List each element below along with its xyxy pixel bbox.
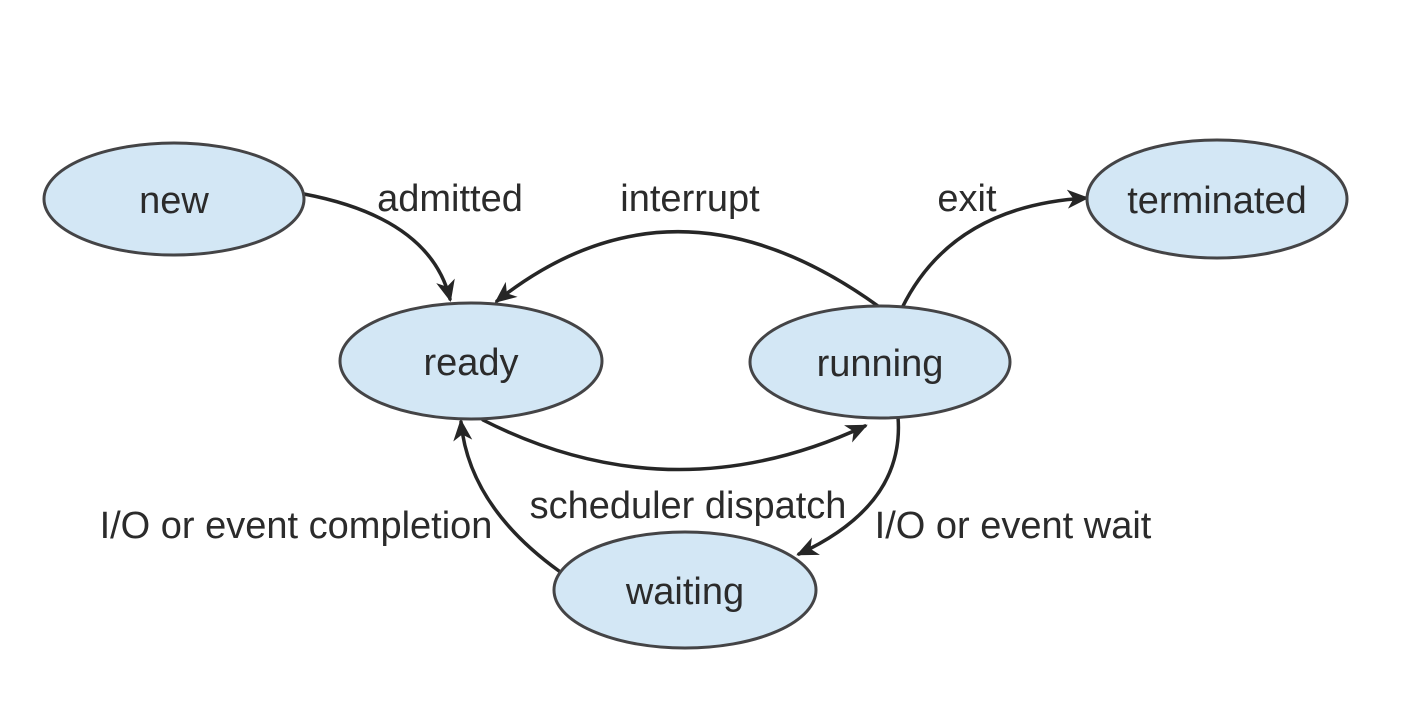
state-terminated-label: terminated xyxy=(1127,180,1307,222)
arrow-scheduler-dispatch xyxy=(481,418,868,472)
state-new-label: new xyxy=(139,180,209,222)
state-new-ellipse xyxy=(42,141,306,257)
state-ready-ellipse xyxy=(338,301,604,421)
state-ready-label: ready xyxy=(423,342,518,384)
label-io-event-completion: I/O or event completion xyxy=(100,505,493,547)
state-nodes: new ready running waiting terminated xyxy=(42,138,1349,650)
arrow-admitted xyxy=(302,192,455,302)
state-new: new xyxy=(42,141,306,257)
state-waiting-ellipse xyxy=(552,530,818,650)
state-ready: ready xyxy=(338,301,604,421)
state-running: running xyxy=(748,304,1012,420)
transition-labels: admitted interrupt exit scheduler dispat… xyxy=(100,178,1152,547)
label-exit: exit xyxy=(937,178,997,220)
arrow-interrupt xyxy=(494,230,880,308)
state-waiting-label: waiting xyxy=(625,571,744,613)
label-scheduler-dispatch: scheduler dispatch xyxy=(530,485,847,527)
state-terminated: terminated xyxy=(1085,138,1349,260)
transition-arrows xyxy=(302,189,1090,573)
arrow-io-event-completion xyxy=(453,418,561,573)
label-interrupt: interrupt xyxy=(620,178,760,220)
arrow-exit xyxy=(900,189,1090,310)
state-running-ellipse xyxy=(748,304,1012,420)
label-admitted: admitted xyxy=(377,178,523,220)
state-running-label: running xyxy=(817,343,944,385)
arrow-io-event-wait xyxy=(796,415,901,556)
state-waiting: waiting xyxy=(552,530,818,650)
state-terminated-ellipse xyxy=(1085,138,1349,260)
label-io-event-wait: I/O or event wait xyxy=(875,505,1152,547)
